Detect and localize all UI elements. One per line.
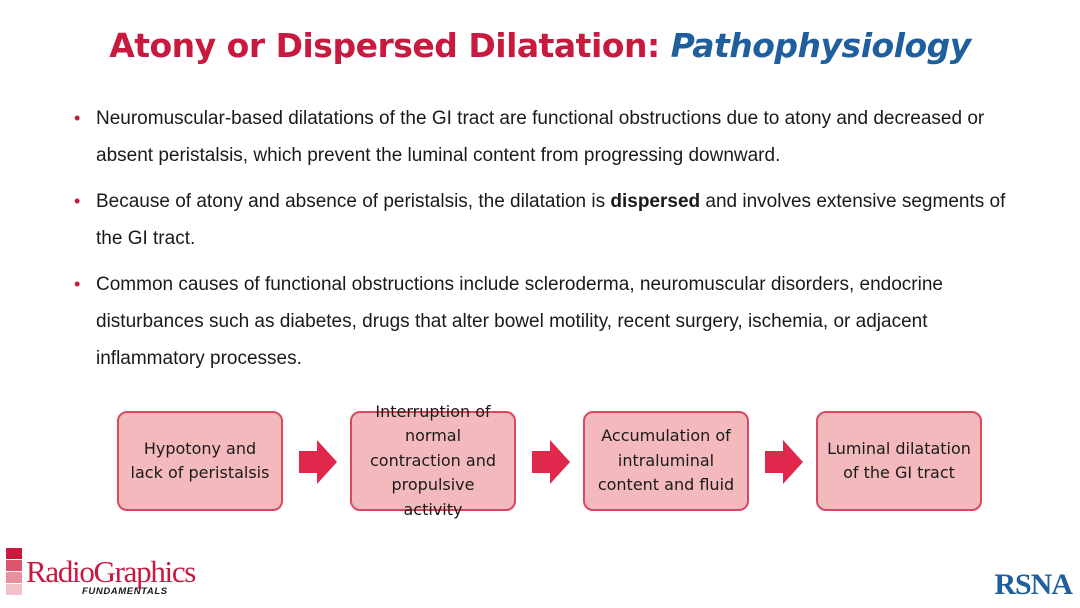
title-accent: Pathophysiology	[670, 26, 972, 65]
flow-arrow-icon	[765, 440, 803, 484]
bullet-text-after: and involves extensive segments of the G…	[96, 191, 1006, 249]
bullet-item: • Neuromuscular-based dilatations of the…	[72, 100, 1032, 174]
bullet-list: • Neuromuscular-based dilatations of the…	[72, 100, 1032, 386]
flow-box-interruption: Interruption of normal contraction and p…	[350, 402, 516, 519]
logo-wordmark: RadioGraphics	[26, 554, 196, 589]
flow-box-hypotony: Hypotony and lack of peristalsis	[117, 411, 283, 511]
bullet-dot-icon: •	[74, 108, 81, 128]
bullet-dot-icon: •	[74, 274, 81, 294]
bullet-text: Neuromuscular-based dilatations of the G…	[96, 108, 985, 166]
slide-title: Atony or Dispersed Dilatation: Pathophys…	[0, 26, 1080, 65]
bullet-dot-icon: •	[74, 191, 81, 211]
flow-arrow-icon	[299, 440, 337, 484]
flow-box-accumulation: Accumulation of intraluminal content and…	[583, 411, 749, 511]
bullet-text: Because of atony and absence of peristal…	[96, 191, 611, 212]
bullet-item: • Common causes of functional obstructio…	[72, 266, 1032, 377]
rsna-logo: RSNA	[994, 568, 1073, 601]
bullet-bold-text: dispersed	[610, 191, 701, 212]
flow-arrow-icon	[532, 440, 570, 484]
title-main: Atony or Dispersed Dilatation:	[109, 26, 660, 65]
flow-box-dilatation: Luminal dilatation of the GI tract	[816, 411, 982, 511]
bullet-text: Common causes of functional obstructions…	[96, 274, 943, 369]
logo-subtitle: FUNDAMENTALS	[82, 586, 168, 597]
radiographics-logo: RadioGraphics FUNDAMENTALS	[6, 548, 226, 604]
bullet-item: • Because of atony and absence of perist…	[72, 183, 1032, 257]
